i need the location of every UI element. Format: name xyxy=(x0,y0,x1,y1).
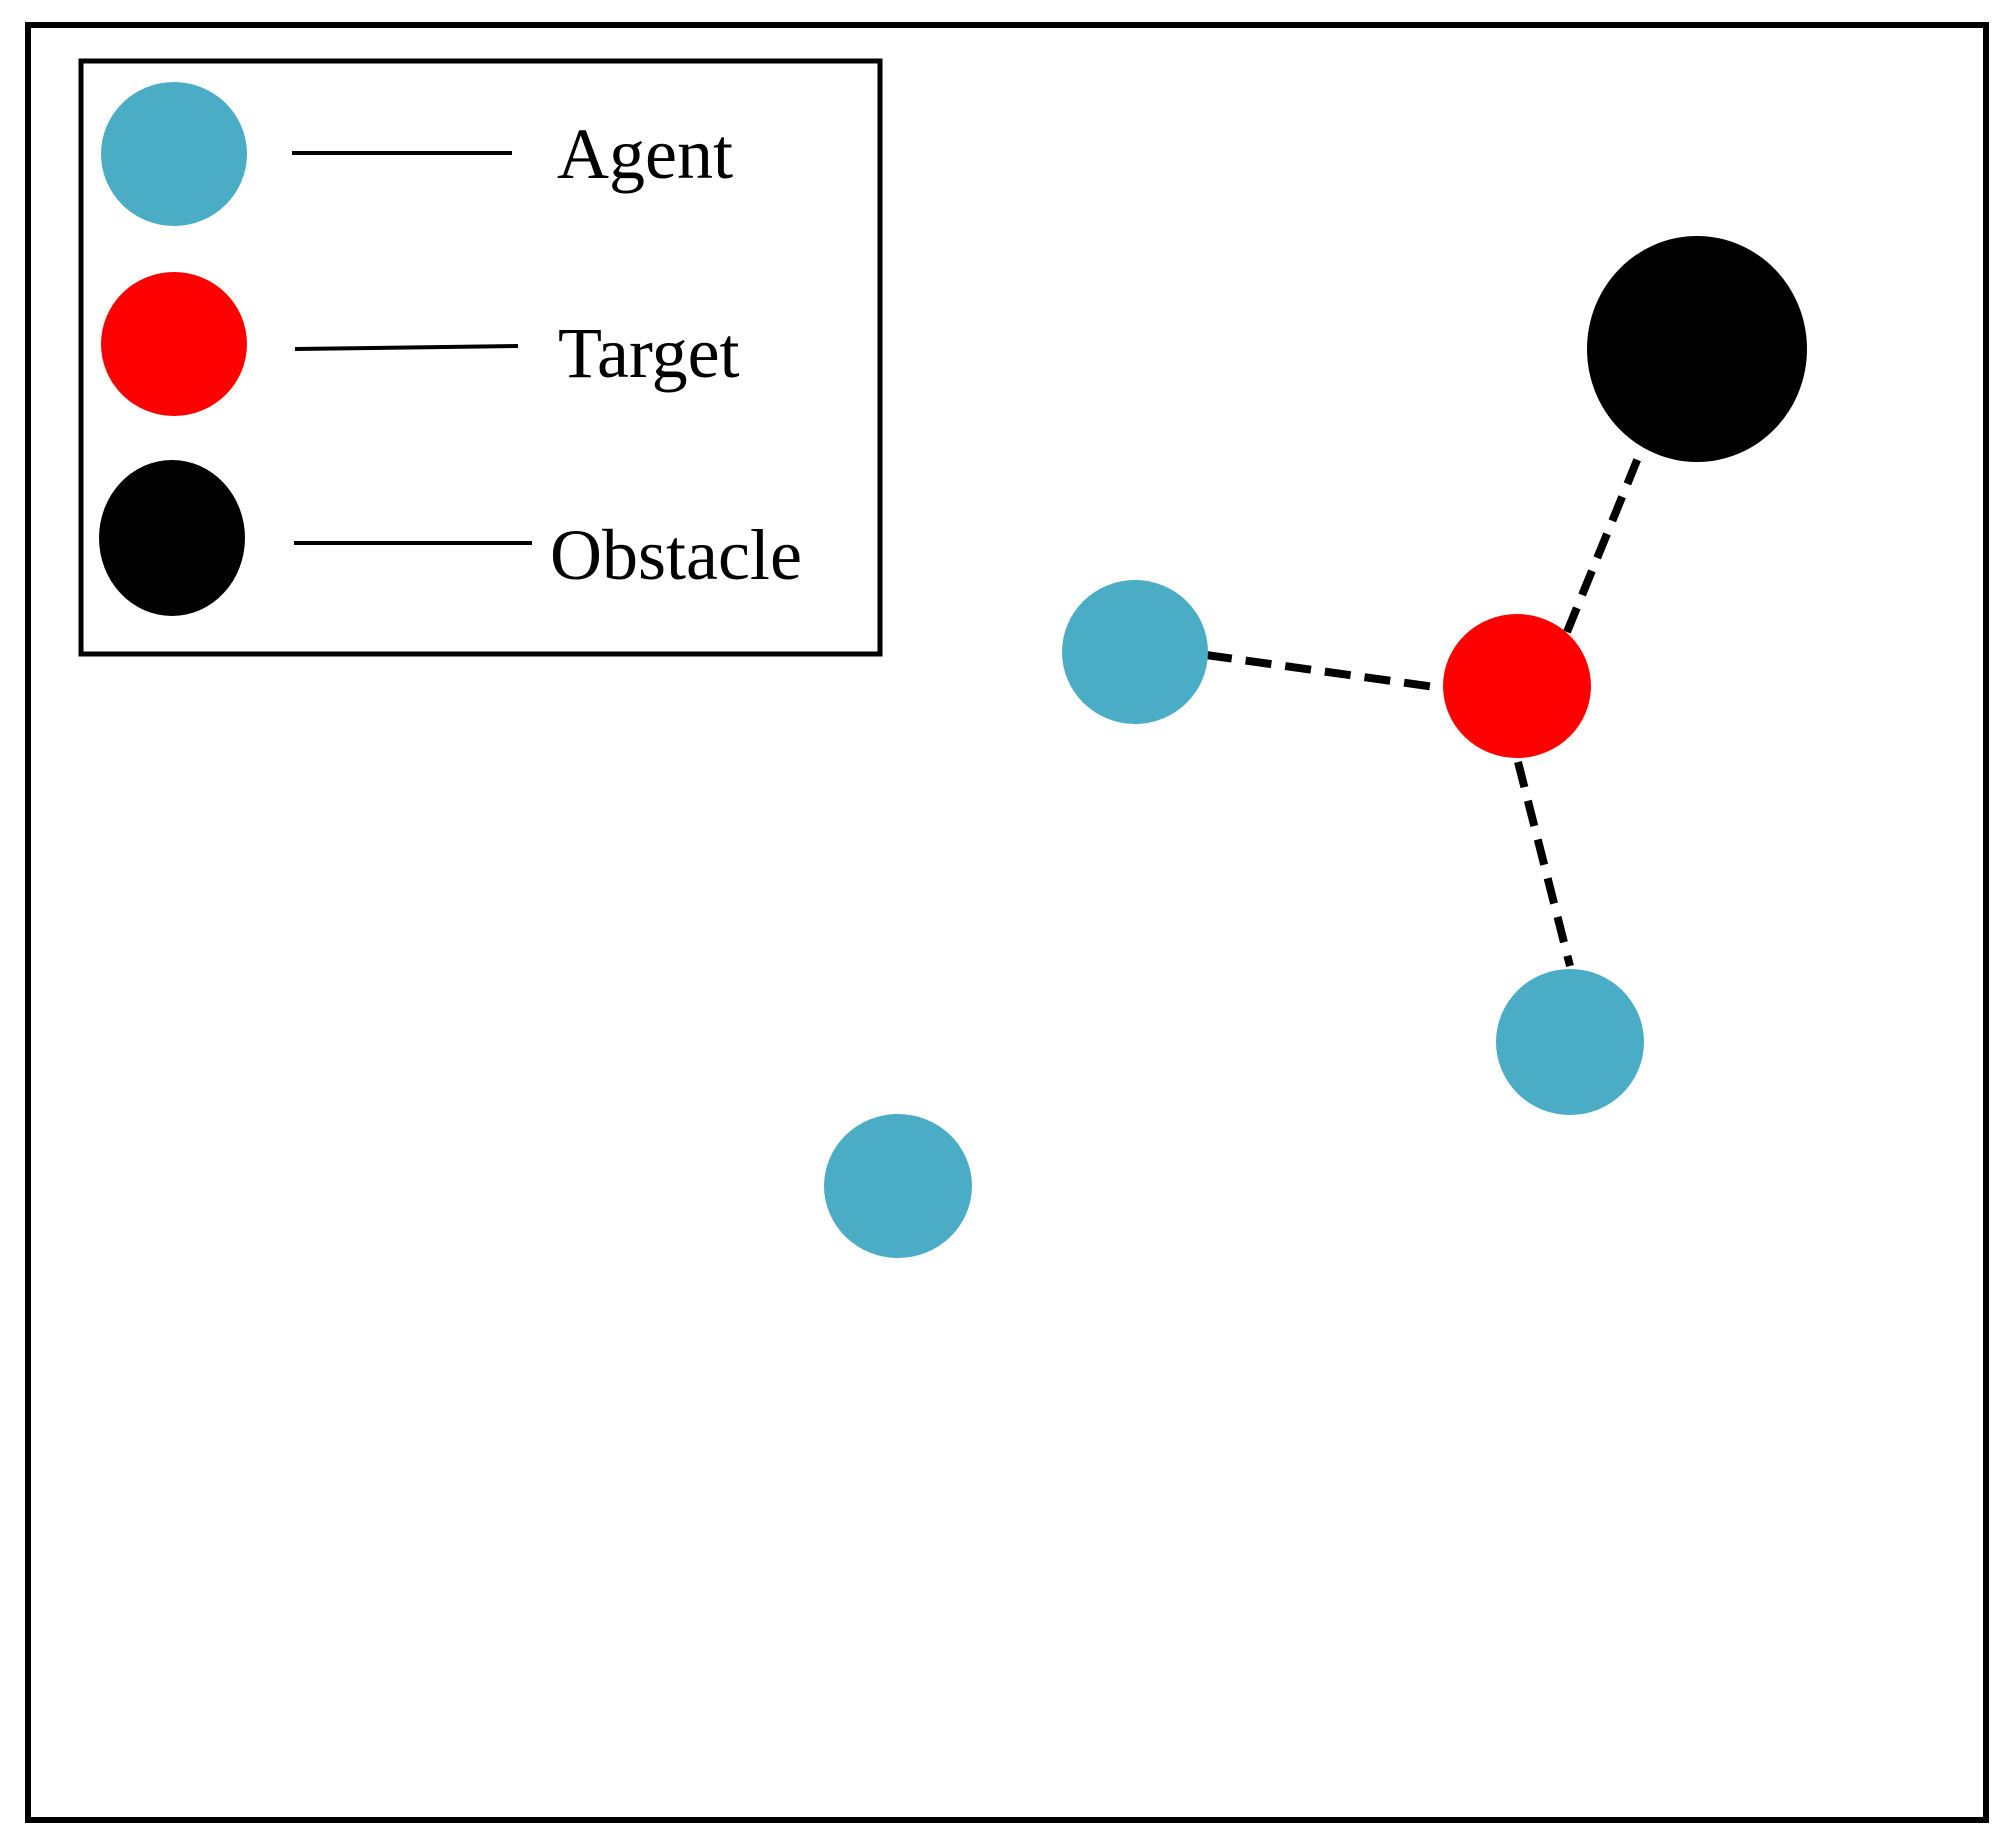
agent-node xyxy=(1496,969,1644,1115)
legend-item-target: Target xyxy=(101,272,740,416)
link-target-to-agent-2 xyxy=(1514,761,1574,967)
legend-item-obstacle: Obstacle xyxy=(99,460,802,616)
legend-label-agent: Agent xyxy=(557,114,733,194)
scene-nodes xyxy=(824,236,1807,1258)
agent-node xyxy=(1062,580,1208,724)
agent-node xyxy=(824,1114,972,1258)
scene-links xyxy=(1205,446,1646,967)
legend-label-target: Target xyxy=(558,313,740,393)
legend-line xyxy=(294,344,519,351)
legend: Agent Target Obstacle xyxy=(78,58,883,657)
target-node xyxy=(1443,614,1591,758)
legend-item-agent: Agent xyxy=(101,82,733,226)
red-circle-icon xyxy=(101,272,247,416)
legend-label-obstacle: Obstacle xyxy=(550,515,802,595)
obstacle-node xyxy=(1587,236,1807,462)
link-target-to-obstacle xyxy=(1563,446,1646,634)
black-circle-icon xyxy=(99,460,245,616)
cyan-circle-icon xyxy=(101,82,247,226)
